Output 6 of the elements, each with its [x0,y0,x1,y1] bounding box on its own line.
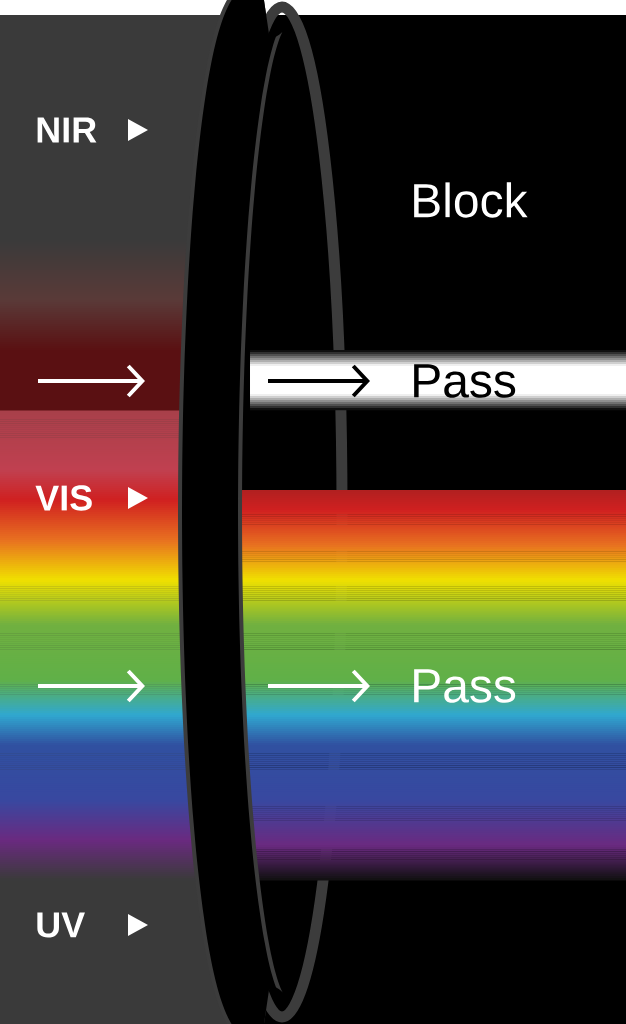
band-label: VIS [35,485,92,511]
band-label: Block [414,182,528,218]
band-label: UV [37,912,85,938]
band-label: NIR [37,117,97,143]
band-label: Pass [414,364,516,398]
band-label: Pass [414,669,516,703]
